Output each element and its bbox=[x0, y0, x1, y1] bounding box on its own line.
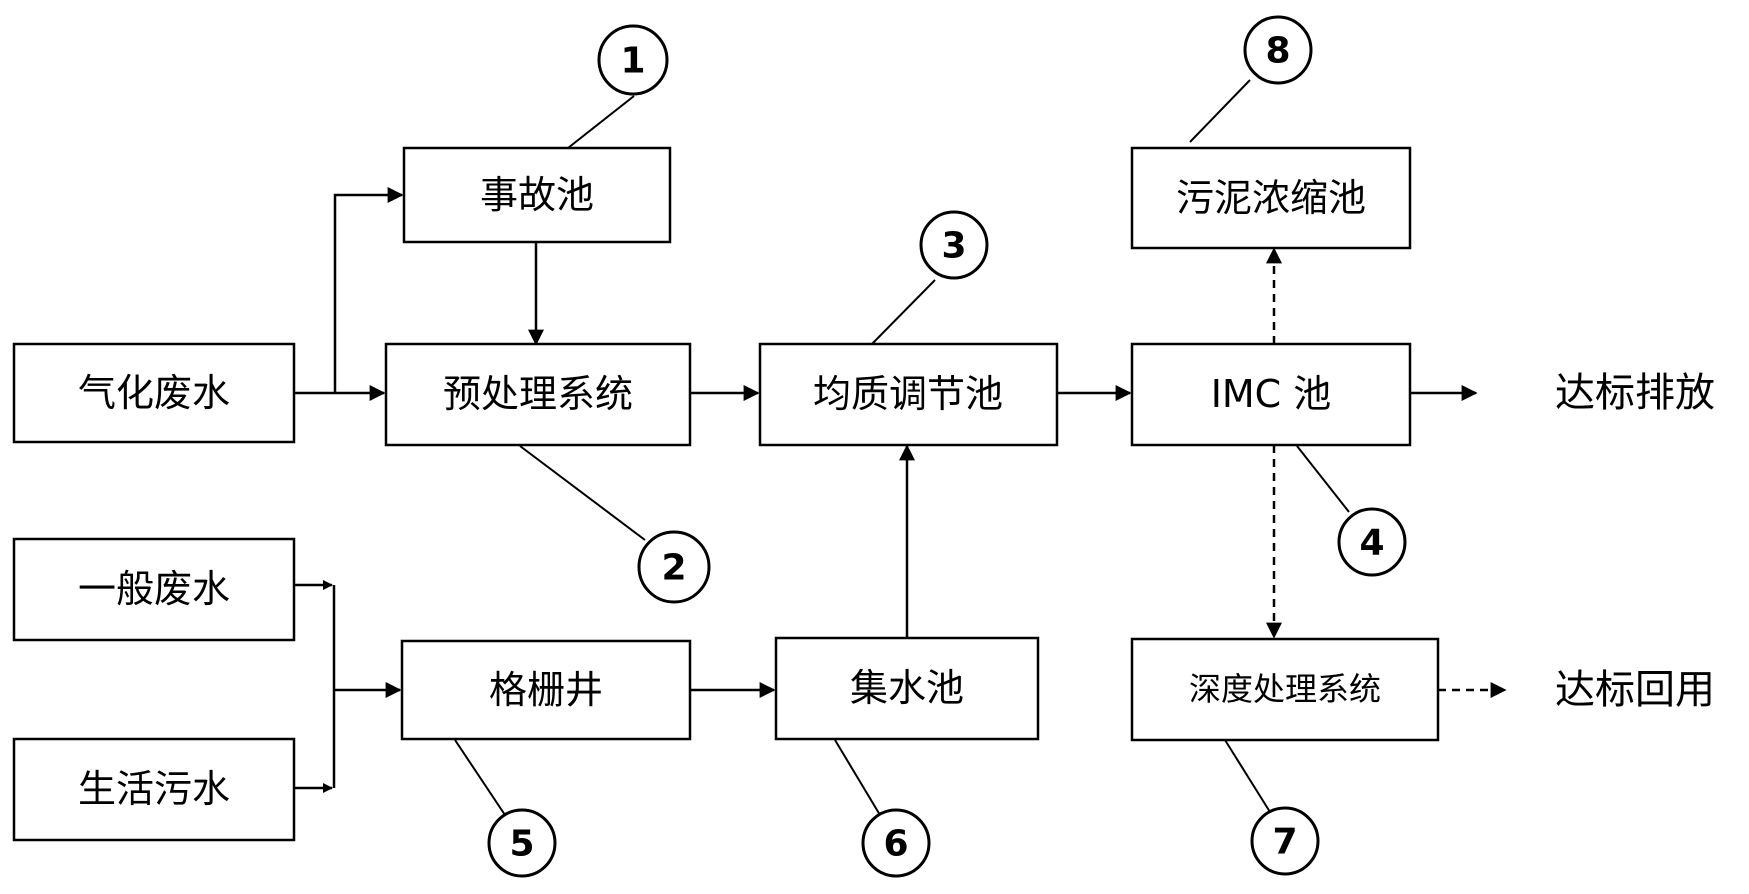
node-gasification-wastewater: 气化废水 bbox=[12, 342, 296, 444]
callout-leader-4 bbox=[1296, 445, 1350, 513]
node-equalization-tank: 均质调节池 bbox=[758, 342, 1059, 447]
node-label: 格栅井 bbox=[489, 668, 603, 712]
callout-4: 4 bbox=[1337, 507, 1407, 577]
callout-leader-2 bbox=[519, 445, 646, 541]
node-label: 一般废水 bbox=[78, 567, 230, 611]
node-general-wastewater: 一般废水 bbox=[12, 537, 296, 642]
callout-6: 6 bbox=[861, 808, 931, 878]
callout-1: 1 bbox=[597, 24, 669, 96]
flow-gasification-to-accident bbox=[333, 187, 404, 393]
node-grille-well: 格栅井 bbox=[400, 639, 692, 741]
node-advanced-treatment-system: 深度处理系统 bbox=[1130, 637, 1440, 742]
callout-number: 3 bbox=[941, 226, 966, 267]
callout-leader-3 bbox=[871, 279, 936, 345]
callout-leader-5 bbox=[454, 739, 506, 816]
callout-number: 1 bbox=[620, 41, 645, 82]
node-label: 事故池 bbox=[480, 173, 594, 217]
callout-7: 7 bbox=[1250, 806, 1320, 876]
node-label: 污泥浓缩池 bbox=[1176, 176, 1366, 220]
node-pretreatment-system: 预处理系统 bbox=[384, 342, 692, 447]
callout-leader-6 bbox=[834, 739, 881, 816]
callout-number: 4 bbox=[1359, 523, 1384, 564]
callout-number: 6 bbox=[883, 824, 908, 865]
callout-leader-7 bbox=[1224, 739, 1271, 813]
node-label: IMC 池 bbox=[1211, 372, 1332, 416]
node-label: 预处理系统 bbox=[443, 372, 633, 416]
node-label: 生活污水 bbox=[78, 767, 230, 811]
callout-5: 5 bbox=[487, 808, 557, 878]
callout-leader-8 bbox=[1189, 79, 1251, 143]
node-domestic-sewage: 生活污水 bbox=[12, 737, 296, 842]
node-label: 气化废水 bbox=[78, 371, 230, 415]
output-discharge-label: 达标排放 bbox=[1555, 370, 1715, 416]
node-sludge-thickener: 污泥浓缩池 bbox=[1130, 146, 1412, 250]
node-label: 深度处理系统 bbox=[1189, 670, 1381, 708]
node-label: 均质调节池 bbox=[813, 372, 1003, 416]
callout-number: 5 bbox=[509, 824, 534, 865]
callout-number: 8 bbox=[1265, 31, 1290, 72]
node-accident-pool: 事故池 bbox=[402, 146, 672, 244]
callout-3: 3 bbox=[919, 210, 989, 280]
callout-number: 2 bbox=[661, 548, 686, 589]
callout-8: 8 bbox=[1243, 15, 1313, 85]
callout-2: 2 bbox=[637, 530, 711, 604]
node-imc-tank: IMC 池 bbox=[1130, 342, 1412, 447]
callout-number: 7 bbox=[1272, 822, 1297, 863]
output-reuse-label: 达标回用 bbox=[1555, 667, 1715, 713]
node-label: 集水池 bbox=[850, 666, 964, 710]
node-collection-pool: 集水池 bbox=[774, 636, 1040, 741]
callout-leader-1 bbox=[567, 95, 635, 149]
